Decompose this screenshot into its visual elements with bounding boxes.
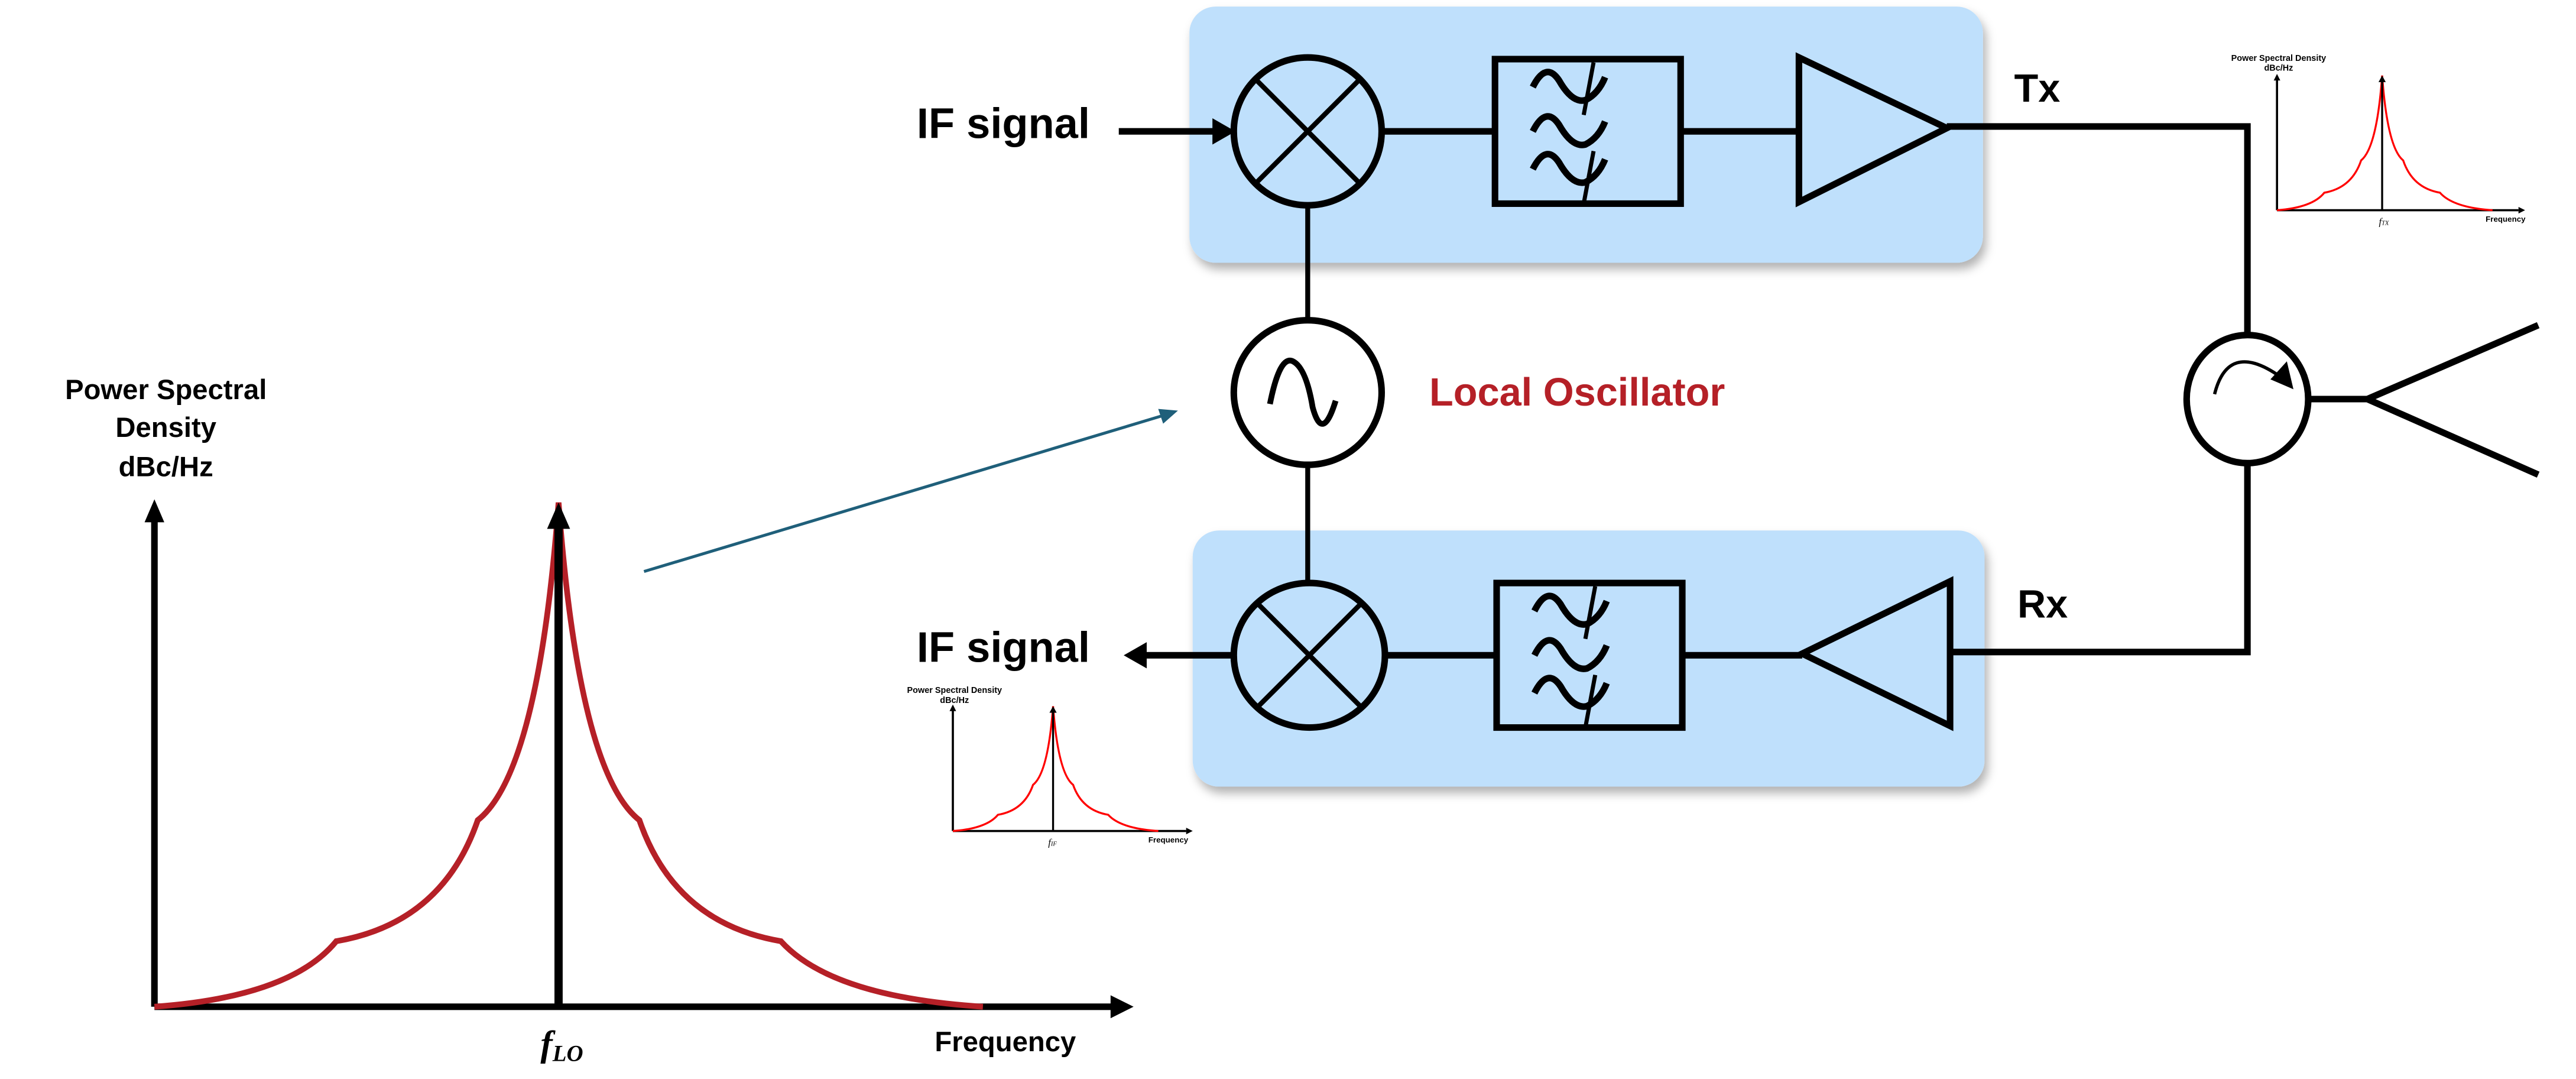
local-oscillator-icon	[1230, 317, 1385, 468]
lo-psd-ylabel-line-1: Power Spectral	[65, 374, 267, 406]
tx-spectrum-center-label: fTX	[2379, 216, 2389, 228]
tx-label: Tx	[2014, 67, 2060, 111]
tx-line-to-circulator	[1946, 123, 2251, 337]
circulator-icon	[2183, 332, 2312, 466]
lo-psd-carrier-arrow	[547, 503, 570, 529]
tx-chain-panel	[1189, 7, 1983, 263]
lo-psd-center-label: fLO	[540, 1025, 583, 1066]
lo-psd-ylabel-line-2: Density	[115, 412, 216, 443]
rx-if-output-label: IF signal	[917, 624, 1090, 671]
lo-psd-xlabel: Frequency	[935, 1026, 1076, 1058]
if-spectrum-chart: Power Spectral Density dBc/Hz Frequency …	[907, 686, 1193, 848]
lo-pointer-arrow	[643, 409, 1178, 573]
rx-line-from-circulator	[1950, 465, 2251, 656]
lo-psd-chart: Power Spectral Density dBc/Hz Frequency …	[65, 374, 1134, 1066]
rx-if-output-arrow	[1124, 642, 1234, 669]
tx-spectrum-xlabel: Frequency	[2486, 215, 2526, 223]
lo-psd-x-axis-arrow	[1110, 995, 1134, 1019]
if-spectrum-center-label: fIF	[1048, 837, 1057, 848]
lo-psd-curve	[154, 502, 984, 1010]
lo-psd-ylabel-line-3: dBc/Hz	[119, 452, 213, 483]
rx-chain-panel	[1192, 530, 1985, 787]
rx-label: Rx	[2017, 582, 2068, 626]
if-spectrum-ylabel-line-2: dBc/Hz	[940, 696, 969, 705]
tx-power-amplifier-icon	[1795, 52, 1955, 208]
lo-psd-y-axis-arrow	[144, 499, 164, 523]
antenna-icon	[2366, 322, 2540, 478]
if-spectrum-curve	[952, 706, 1159, 832]
local-oscillator-label: Local Oscillator	[1429, 371, 1725, 414]
tx-spectrum-carrier-arrow	[2378, 75, 2386, 82]
if-spectrum-ylabel-line-1: Power Spectral Density	[907, 686, 1003, 695]
if-spectrum-xlabel: Frequency	[1149, 835, 1189, 844]
tx-if-input-arrow	[1118, 118, 1236, 145]
if-spectrum-carrier-arrow	[1049, 706, 1057, 713]
tx-spectrum-ylabel-line-1: Power Spectral Density	[2231, 54, 2327, 63]
tx-if-input-label: IF signal	[917, 100, 1090, 147]
tx-spectrum-ylabel-line-2: dBc/Hz	[2264, 63, 2293, 73]
tx-spectrum-curve	[2277, 75, 2493, 212]
tx-spectrum-chart: Power Spectral Density dBc/Hz Frequency …	[2231, 54, 2526, 228]
